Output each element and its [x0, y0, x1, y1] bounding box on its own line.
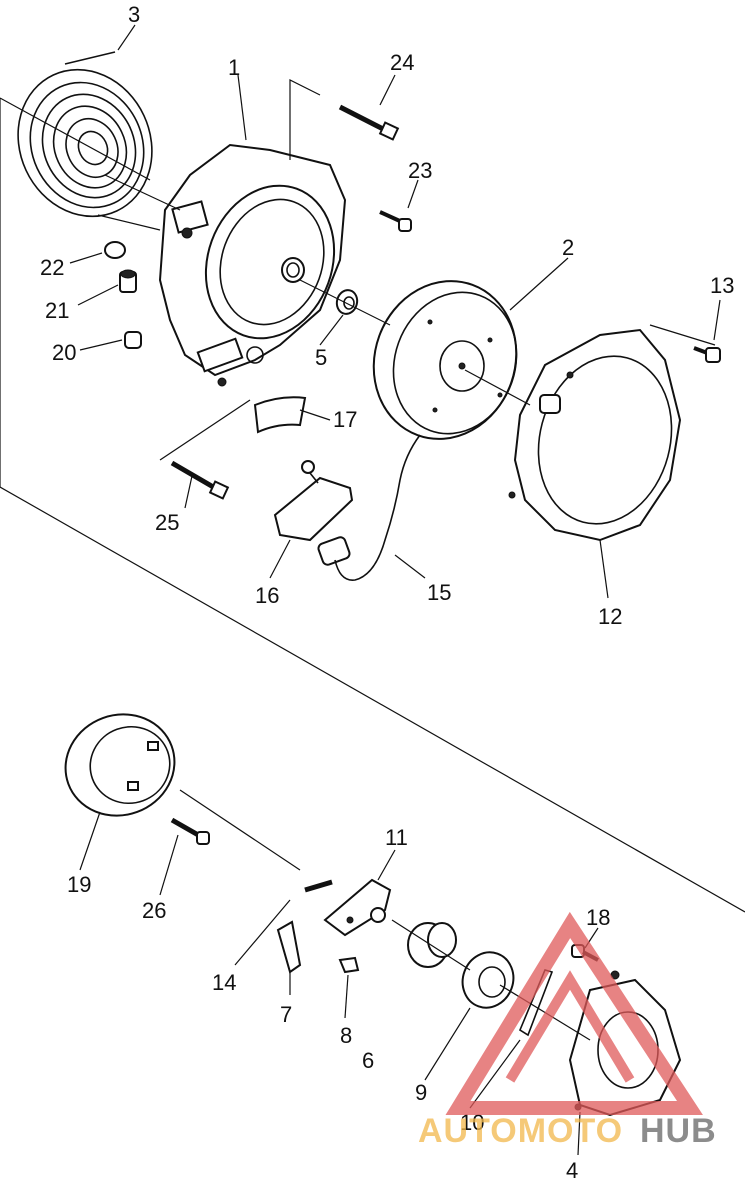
starter-housing-part-1: [158, 143, 347, 387]
drum-part-6: [407, 922, 457, 968]
plug-part-20: [124, 331, 142, 349]
starter-cover-part-12: [508, 328, 682, 542]
label-20: 20: [52, 340, 76, 365]
label-18: 18: [586, 905, 610, 930]
clip-part-8: [338, 956, 360, 974]
link-part-7: [276, 920, 302, 974]
label-26: 26: [142, 898, 166, 923]
fitting-part-21: [119, 269, 137, 293]
plate-part-4: [568, 970, 682, 1117]
rope-pulley-part-2: [372, 280, 518, 440]
automotohub-watermark: AUTOMOTO HUB: [418, 911, 717, 1150]
starter-rope-part-15: [334, 434, 421, 581]
label-2: 2: [562, 235, 574, 260]
label-14: 14: [212, 970, 236, 995]
bolt-part-13: [693, 346, 721, 363]
label-21: 21: [45, 298, 69, 323]
label-13: 13: [710, 273, 734, 298]
label-24: 24: [390, 50, 414, 75]
leader-lines: [69, 24, 721, 1156]
screw-part-26: [170, 817, 210, 845]
seal-part-5: [335, 289, 359, 315]
inner-triangle-icon: [505, 970, 635, 1083]
watermark-text-main: AUTOMOTO: [418, 1112, 623, 1150]
label-6: 6: [362, 1048, 374, 1073]
handle-part-16: [273, 460, 354, 566]
label-7: 7: [280, 1002, 292, 1027]
label-19: 19: [67, 872, 91, 897]
label-5: 5: [315, 345, 327, 370]
bolt-part-25: [170, 460, 230, 500]
label-12: 12: [598, 604, 622, 629]
recoil-spring-part-3: [17, 51, 153, 218]
ring-part-9: [461, 951, 515, 1009]
bolt-part-24: [338, 104, 400, 141]
bracket-part-17: [253, 396, 307, 434]
bolt-part-23: [379, 210, 412, 232]
label-17: 17: [333, 407, 357, 432]
part-labels: 3 1 24 23 2 13 22 21 20 5 17 25 16 15 12…: [40, 2, 734, 1181]
triangle-logo-icon: [445, 911, 703, 1115]
label-16: 16: [255, 583, 279, 608]
watermark-text-hub: HUB: [640, 1112, 717, 1150]
label-11: 11: [385, 825, 408, 850]
assembly-boundary-line-top: [0, 97, 151, 181]
label-8: 8: [340, 1023, 352, 1048]
label-22: 22: [40, 255, 64, 280]
label-4: 4: [566, 1158, 578, 1181]
assembly-boundary-line: [0, 486, 745, 913]
label-25: 25: [155, 510, 179, 535]
label-15: 15: [427, 580, 451, 605]
washer-part-22: [104, 241, 126, 259]
label-23: 23: [408, 158, 432, 183]
label-9: 9: [415, 1080, 427, 1105]
label-3: 3: [128, 2, 140, 27]
cup-part-19: [64, 713, 176, 817]
pawl-part-11: [323, 878, 392, 937]
label-1: 1: [228, 55, 240, 80]
spring-part-14: [304, 879, 333, 893]
